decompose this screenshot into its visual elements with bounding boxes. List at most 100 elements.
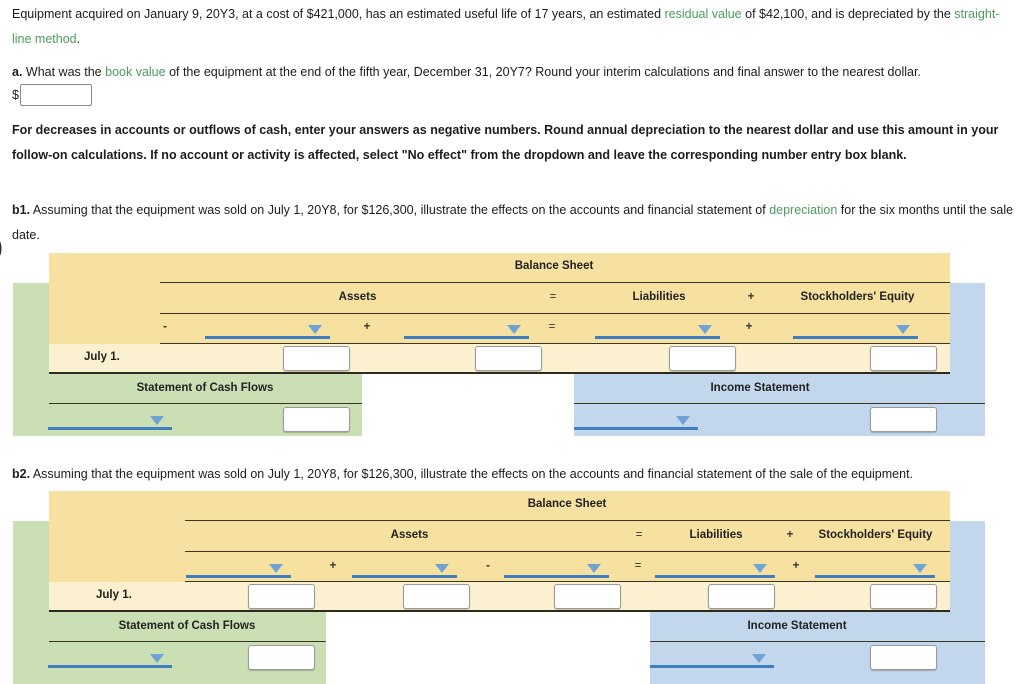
question-b2-marker: b2. bbox=[12, 467, 31, 481]
question-a-text-1: What was the bbox=[22, 65, 106, 79]
chevron-down-icon bbox=[676, 416, 690, 425]
dropdown-underline bbox=[186, 575, 291, 578]
dropdown-underline bbox=[815, 575, 935, 578]
dropdown-underline bbox=[574, 427, 698, 430]
question-b1-text-2: for the six months until the sale date. bbox=[12, 203, 1014, 242]
question-b2: b2. Assuming that the equipment was sold… bbox=[12, 462, 1018, 487]
income-statement-entry-box-2[interactable] bbox=[870, 645, 937, 670]
entry-box-2-1[interactable] bbox=[403, 584, 470, 609]
dropdown-1-1[interactable] bbox=[404, 319, 529, 339]
operator-2-3: + bbox=[792, 560, 800, 572]
divider-1a bbox=[160, 282, 950, 283]
instructions-paragraph: For decreases in accounts or outflows of… bbox=[12, 118, 1012, 168]
question-b2-text-1: Assuming that the equipment was sold on … bbox=[30, 467, 914, 481]
question-b1: b1. Assuming that the equipment was sold… bbox=[12, 198, 1018, 248]
entry-box-1-0[interactable] bbox=[283, 346, 350, 371]
straight-line-method-link[interactable]: straight-line method bbox=[12, 7, 1000, 46]
stockholders-equity-header-1: Stockholders' Equity bbox=[800, 291, 915, 303]
dropdown-2-4[interactable] bbox=[815, 558, 935, 578]
currency-symbol: $ bbox=[12, 88, 19, 102]
operator-1-3: + bbox=[745, 321, 753, 333]
dropdown-1-0[interactable] bbox=[205, 319, 330, 339]
cash-flows-title-2: Statement of Cash Flows bbox=[118, 620, 256, 632]
dropdown-1-2[interactable] bbox=[595, 319, 720, 339]
operator-2-1: - bbox=[486, 560, 490, 572]
row-label-1: July 1. bbox=[84, 351, 120, 363]
dropdown-2-2[interactable] bbox=[504, 558, 609, 578]
entry-box-2-3[interactable] bbox=[708, 584, 775, 609]
liabilities-header-2: Liabilities bbox=[689, 529, 743, 541]
divider-2b bbox=[185, 551, 950, 552]
book-value-link[interactable]: book value bbox=[105, 65, 166, 79]
book-value-input[interactable] bbox=[19, 84, 92, 106]
balance-sheet-panel-2 bbox=[49, 491, 950, 582]
dropdown-2-1[interactable] bbox=[352, 558, 457, 578]
chevron-down-icon bbox=[308, 325, 322, 334]
dropdown-underline bbox=[793, 336, 918, 339]
instructions-text: For decreases in accounts or outflows of… bbox=[12, 123, 999, 162]
question-a-answer-row: $ bbox=[12, 84, 92, 106]
dropdown-underline bbox=[655, 575, 775, 578]
intro-text-2: of $42,100, and is depreciated by the bbox=[741, 7, 955, 21]
depreciation-link[interactable]: depreciation bbox=[769, 203, 838, 217]
income-statement-title-1: Income Statement bbox=[710, 382, 810, 394]
decorative-paren-artifact: ) bbox=[0, 232, 3, 262]
dropdown-underline bbox=[595, 336, 720, 339]
divider-1d bbox=[49, 372, 950, 374]
dropdown-underline bbox=[205, 336, 330, 339]
balance-sheet-row-bg-2 bbox=[49, 582, 950, 610]
operator-1-1: + bbox=[363, 321, 371, 333]
intro-text-1: Equipment acquired on January 9, 20Y3, a… bbox=[12, 7, 665, 21]
entry-box-1-1[interactable] bbox=[475, 346, 542, 371]
stockholders-equity-header-2: Stockholders' Equity bbox=[818, 529, 933, 541]
entry-box-2-0[interactable] bbox=[248, 584, 315, 609]
entry-box-1-3[interactable] bbox=[870, 346, 937, 371]
cash-flow-entry-box-2[interactable] bbox=[248, 645, 315, 670]
divider-1e bbox=[49, 403, 362, 404]
equals-header-2: = bbox=[635, 529, 643, 541]
chevron-down-icon bbox=[150, 654, 164, 663]
entry-box-1-2[interactable] bbox=[669, 346, 736, 371]
question-b1-marker: b1. bbox=[12, 203, 31, 217]
chevron-down-icon bbox=[150, 416, 164, 425]
entry-box-2-4[interactable] bbox=[870, 584, 937, 609]
dropdown-underline bbox=[352, 575, 457, 578]
chevron-down-icon bbox=[269, 564, 283, 573]
chevron-down-icon bbox=[698, 325, 712, 334]
balance-sheet-title-2: Balance Sheet bbox=[527, 498, 607, 510]
divider-1f bbox=[574, 403, 985, 404]
dropdown-underline bbox=[48, 665, 172, 668]
operator-2-0: + bbox=[329, 560, 337, 572]
divider-2a bbox=[185, 520, 950, 521]
cash-flow-entry-box-1[interactable] bbox=[283, 407, 350, 432]
income-statement-dropdown-1[interactable] bbox=[574, 410, 698, 430]
dropdown-underline bbox=[650, 665, 774, 668]
entry-box-2-2[interactable] bbox=[554, 584, 621, 609]
dropdown-2-3[interactable] bbox=[655, 558, 775, 578]
cash-flow-dropdown-2[interactable] bbox=[48, 648, 172, 668]
dropdown-underline bbox=[404, 336, 529, 339]
plus-header-2: + bbox=[786, 529, 794, 541]
divider-2c bbox=[185, 581, 950, 582]
chevron-down-icon bbox=[507, 325, 521, 334]
dropdown-underline bbox=[504, 575, 609, 578]
question-a-text-2: of the equipment at the end of the fifth… bbox=[165, 65, 921, 79]
divider-2f bbox=[650, 641, 985, 642]
residual-value-link[interactable]: residual value bbox=[664, 7, 742, 21]
dropdown-1-3[interactable] bbox=[793, 319, 918, 339]
divider-2e bbox=[49, 641, 326, 642]
income-statement-entry-box-1[interactable] bbox=[870, 407, 937, 432]
chevron-down-icon bbox=[752, 654, 766, 663]
income-statement-dropdown-2[interactable] bbox=[650, 648, 774, 668]
dropdown-2-0[interactable] bbox=[186, 558, 291, 578]
cash-flows-title-1: Statement of Cash Flows bbox=[136, 382, 274, 394]
divider-1b bbox=[160, 313, 950, 314]
cash-flow-dropdown-1[interactable] bbox=[48, 410, 172, 430]
divider-1c bbox=[160, 343, 950, 344]
row-label-2: July 1. bbox=[96, 589, 132, 601]
question-a: a. What was the book value of the equipm… bbox=[12, 60, 1012, 85]
balance-sheet-panel-1 bbox=[49, 253, 950, 344]
chevron-down-icon bbox=[913, 564, 927, 573]
intro-text-3: . bbox=[76, 32, 81, 46]
